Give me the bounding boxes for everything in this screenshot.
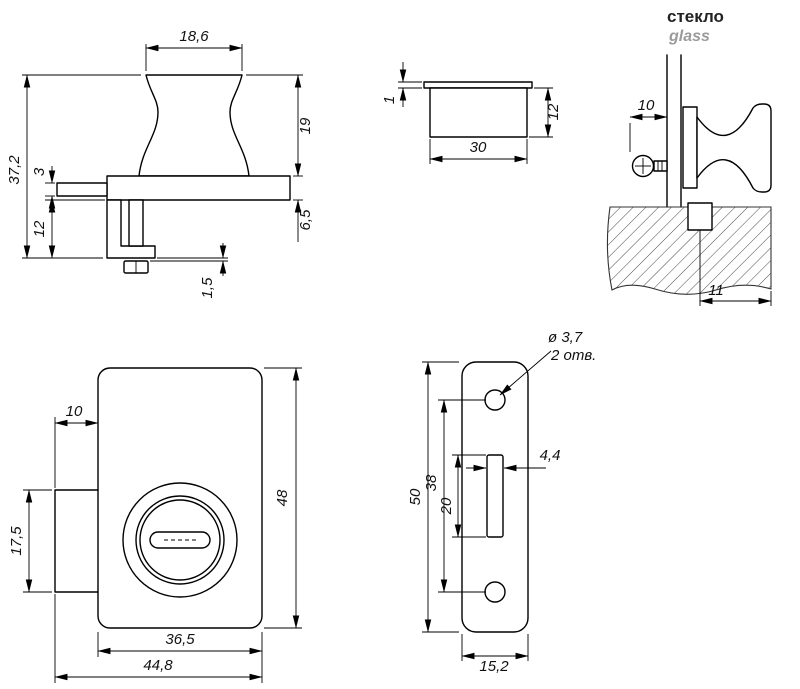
dim-total-height: 37,2 <box>6 74 141 259</box>
dim-pin-thickness-label: 3 <box>31 167 48 176</box>
dim-gap: 1,5 <box>150 243 228 298</box>
dim-plate-length: 50 <box>407 361 459 633</box>
dim-total-height-label: 37,2 <box>6 155 23 185</box>
dim-body-height-label: 48 <box>274 489 291 506</box>
strike-slot <box>486 454 504 538</box>
glass-section-hatch <box>606 206 772 295</box>
dim-slot-width: 4,4 <box>466 447 561 472</box>
clamp-body-outline <box>429 87 528 138</box>
dim-plate-length-label: 50 <box>407 488 424 505</box>
dim-neck-width: 18,6 <box>145 28 243 71</box>
side-tab-outline <box>54 489 99 593</box>
dim-roller-height-label: 19 <box>297 117 314 134</box>
roller-spool-outline <box>138 74 250 177</box>
dim-body-height: 48 <box>264 367 302 629</box>
roller-base-plate-side <box>682 106 698 189</box>
dim-hole-spacing-label: 38 <box>423 474 440 491</box>
view-clamp-plate: 1 30 12 <box>381 62 562 164</box>
keeper-pin-outline <box>687 202 713 231</box>
view-glass-mount: стекло glass 10 11 <box>606 7 772 306</box>
dim-hole-callout: ø 3,7 2 отв. <box>499 329 596 396</box>
mounting-screw <box>631 154 668 178</box>
dim-slot-length: 20 <box>438 454 486 538</box>
knob-ring-outer <box>135 495 225 585</box>
dim-tab-height: 17,5 <box>8 489 52 593</box>
dim-plate-thickness: 6,5 <box>293 199 314 242</box>
dim-slot-width-label: 4,4 <box>540 447 561 464</box>
clamp-lip-outline <box>423 81 533 89</box>
dim-lip-thickness-label: 1 <box>381 96 398 104</box>
dim-edge-offset: 11 <box>699 282 772 306</box>
roller-spool-side <box>696 103 772 193</box>
dim-slot-length-label: 20 <box>438 497 455 515</box>
dim-hole-note-label: 2 отв. <box>550 347 596 364</box>
dim-roller-height: 19 <box>246 74 314 177</box>
dim-plate-thickness-label: 6,5 <box>297 209 314 231</box>
dim-clamp-height-label: 12 <box>545 103 562 120</box>
view-roller-side: 18,6 37,2 3 12 19 <box>6 28 314 298</box>
dim-total-width-label: 44,8 <box>143 657 173 674</box>
dim-tab-width: 10 <box>54 403 99 488</box>
material-label-ru: стекло <box>667 7 724 26</box>
dim-clamp-width: 30 <box>429 139 528 164</box>
bracket-outline <box>106 199 156 259</box>
dim-tab-height-label: 17,5 <box>8 526 25 556</box>
dim-bracket-height-label: 12 <box>31 220 48 237</box>
dim-body-width: 36,5 <box>97 631 263 683</box>
dim-clamp-height: 12 <box>529 87 562 138</box>
dim-neck-width-label: 18,6 <box>179 28 209 45</box>
dim-clamp-width-label: 30 <box>470 139 487 156</box>
mount-plate-outline <box>106 175 291 201</box>
strike-plate-outline <box>461 361 529 633</box>
dim-body-width-label: 36,5 <box>165 631 195 648</box>
dim-screw-offset-label: 10 <box>638 97 655 114</box>
dim-plate-width: 15,2 <box>461 634 529 675</box>
view-strike-plate: ø 3,7 2 отв. 4,4 50 38 20 <box>407 329 596 675</box>
knob-ring-inner <box>139 499 221 581</box>
dim-plate-width-label: 15,2 <box>479 658 509 675</box>
dim-lip-thickness: 1 <box>381 62 422 107</box>
view-lock-front: 10 17,5 48 36,5 44,8 <box>8 367 302 683</box>
dim-screw-offset: 10 <box>629 97 668 152</box>
dim-bracket-height: 12 <box>31 199 105 259</box>
dim-edge-offset-label: 11 <box>708 282 724 299</box>
screw-shaft <box>128 199 144 247</box>
dim-total-width: 44,8 <box>54 594 263 683</box>
screw-shaft-side <box>653 160 668 172</box>
dim-hole-spacing: 38 <box>423 399 486 593</box>
dim-gap-label: 1,5 <box>199 277 216 299</box>
dim-tab-width-label: 10 <box>66 403 83 420</box>
knob-slot <box>149 531 211 549</box>
dim-hole-diameter-label: ø 3,7 <box>548 329 583 346</box>
latch-pin-outline <box>56 182 108 197</box>
material-label-en: glass <box>668 28 710 45</box>
